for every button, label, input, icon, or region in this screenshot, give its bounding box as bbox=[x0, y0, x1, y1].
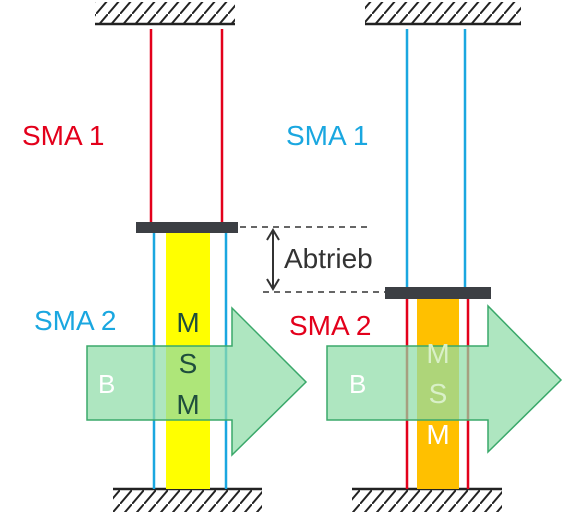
right-field-arrow bbox=[326, 304, 563, 454]
left-msm-letter-1: M bbox=[176, 307, 199, 338]
right-sma2-label: SMA 2 bbox=[289, 310, 371, 341]
right-output-plate bbox=[385, 287, 491, 299]
left-bottom-support bbox=[113, 487, 262, 512]
right-msm-letter-3: M bbox=[426, 419, 449, 450]
left-sma1-label: SMA 1 bbox=[22, 120, 104, 151]
right-field-label: B bbox=[349, 369, 366, 399]
displacement-arrowhead-up bbox=[266, 228, 280, 241]
right-bottom-support bbox=[352, 487, 502, 512]
displacement-indicator: Abtrieb bbox=[240, 226, 385, 293]
left-top-support bbox=[95, 2, 235, 26]
right-top-support bbox=[365, 2, 521, 26]
left-msm-letter-3: M bbox=[176, 389, 199, 420]
right-msm-letter-1: M bbox=[426, 338, 449, 369]
left-msm-letter-2: S bbox=[179, 348, 198, 379]
left-assembly: SMA 1 SMA 2 B M S M bbox=[22, 2, 308, 512]
displacement-label: Abtrieb bbox=[284, 243, 373, 274]
left-sma2-label: SMA 2 bbox=[34, 305, 116, 336]
left-field-label: B bbox=[98, 369, 115, 399]
right-sma1-label: SMA 1 bbox=[286, 120, 368, 151]
left-output-plate bbox=[136, 222, 238, 233]
left-field-arrow bbox=[86, 306, 308, 457]
right-msm-letter-2: S bbox=[429, 378, 448, 409]
displacement-arrowhead-down bbox=[266, 278, 280, 291]
right-assembly: SMA 1 SMA 2 B M S M bbox=[286, 2, 563, 512]
